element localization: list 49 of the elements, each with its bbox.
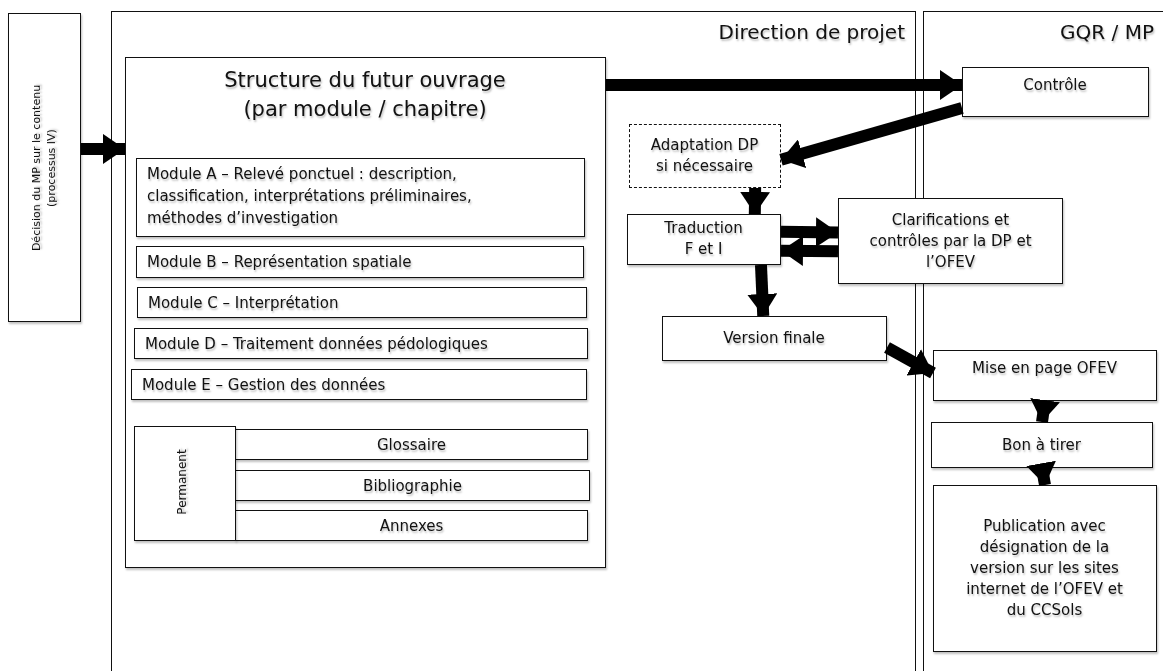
process-box bbox=[961, 66, 1149, 117]
block-arrow bbox=[747, 264, 778, 317]
node-label: Décision du MP sur le contenu (processus IV) bbox=[28, 83, 59, 253]
process-box bbox=[136, 246, 584, 278]
node-label: Module A – Relevé ponctuel : description, classification, interprétations préliminaires, méthodes d’investigation bbox=[147, 164, 473, 229]
node-label: Module C – Interprétation bbox=[148, 293, 340, 314]
node-label: Traduction F et I bbox=[663, 218, 744, 260]
node-label: Glossaire bbox=[376, 434, 447, 455]
process-box bbox=[838, 198, 1063, 284]
node-label: Annexes bbox=[378, 515, 445, 536]
node-label: Adaptation DP si nécessaire bbox=[649, 134, 760, 177]
block-arrow bbox=[780, 235, 839, 266]
decision-box bbox=[8, 13, 81, 322]
node-label: Module D – Traitement données pédologiques bbox=[145, 334, 489, 355]
node-label: Clarifications et contrôles par la DP et l’OFEV bbox=[868, 209, 1033, 273]
process-box bbox=[235, 429, 588, 460]
node-label: Mise en page OFEV bbox=[971, 358, 1118, 377]
block-arrow bbox=[1030, 398, 1060, 423]
process-box bbox=[661, 315, 887, 361]
node-label: Version finale bbox=[722, 327, 826, 349]
block-arrow bbox=[780, 217, 839, 248]
permanent-box bbox=[134, 426, 236, 541]
process-box bbox=[136, 158, 585, 237]
block-arrow bbox=[81, 133, 125, 164]
node-label: Module B – Représentation spatiale bbox=[147, 252, 413, 273]
process-box bbox=[235, 470, 590, 501]
process-box bbox=[235, 510, 588, 541]
node-label: Bon à tirer bbox=[1001, 434, 1082, 455]
block-arrow bbox=[1026, 460, 1056, 487]
process-box bbox=[930, 421, 1153, 468]
block-arrow bbox=[606, 70, 962, 100]
node-label: Publication avec désignation de la version sur les sites internet de l’OFEV et du CCSols bbox=[965, 515, 1124, 621]
process-box bbox=[131, 369, 587, 400]
process-box bbox=[134, 328, 588, 359]
lane-heading: GQR / MP bbox=[1060, 20, 1154, 44]
process-box bbox=[932, 349, 1157, 401]
structure-box bbox=[124, 56, 606, 568]
block-arrow bbox=[779, 102, 964, 169]
process-box bbox=[932, 484, 1157, 652]
process-box bbox=[137, 287, 587, 318]
dashed-process-box bbox=[628, 123, 781, 188]
node-label: Module E – Gestion des données bbox=[142, 375, 387, 396]
process-box bbox=[626, 213, 781, 265]
lane-heading: Direction de projet bbox=[718, 20, 905, 44]
node-label: Contrôle bbox=[1022, 75, 1088, 94]
block-arrow bbox=[740, 187, 771, 215]
node-label: Permanent bbox=[175, 447, 189, 517]
node-label: Bibliographie bbox=[362, 475, 463, 496]
lane-heading: Structure du futur ouvrage (par module / chapitre) bbox=[223, 66, 507, 123]
